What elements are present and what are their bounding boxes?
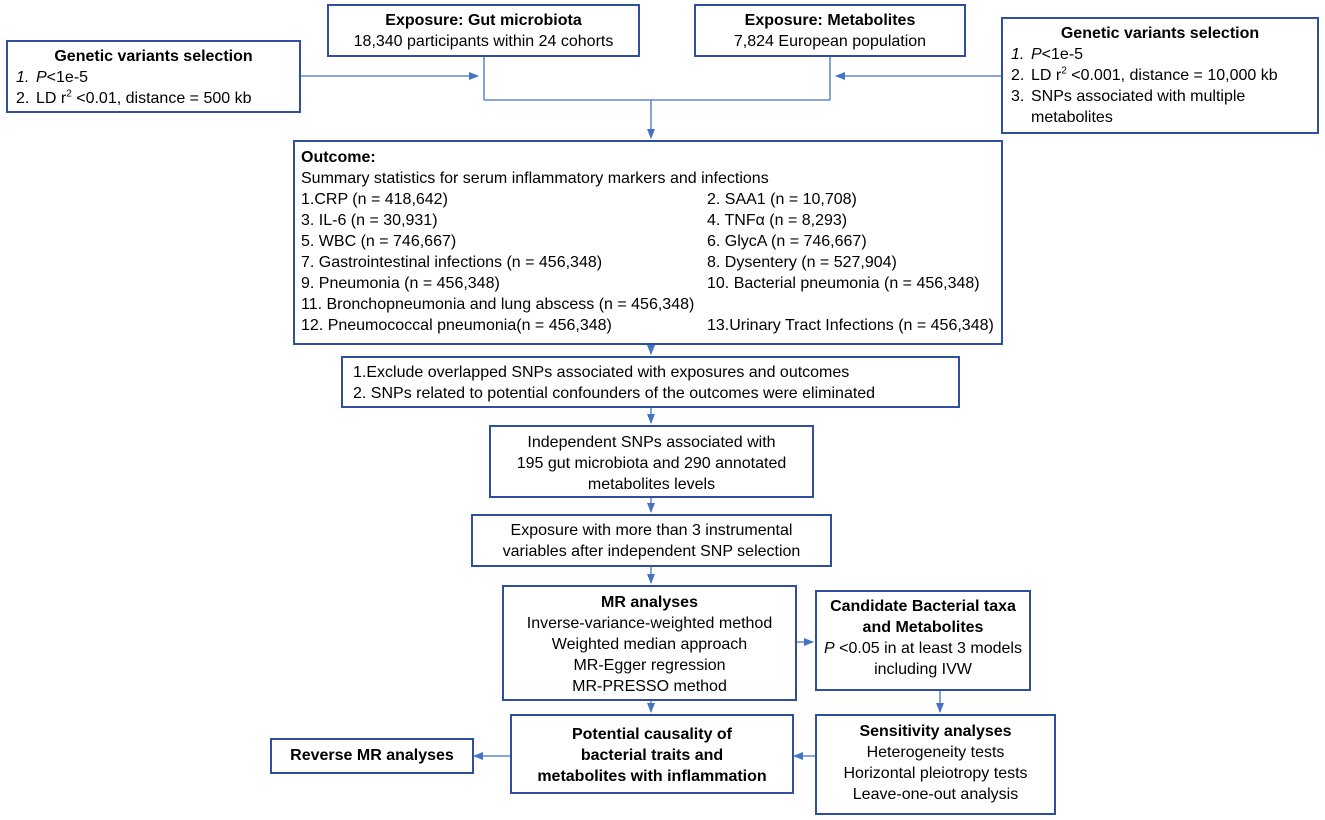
exposure-met-title: Exposure: Metabolites xyxy=(744,12,916,29)
outcome-box: Outcome: Summary statistics for serum in… xyxy=(293,140,1003,345)
candidate-title-2: and Metabolites xyxy=(862,619,984,636)
exposure-met-box: Exposure: Metabolites 7,824 European pop… xyxy=(694,4,966,57)
exposure-more-line-1: Exposure with more than 3 instrumental xyxy=(510,522,793,539)
outcome-title: Outcome: xyxy=(301,149,376,166)
potential-causality-box: Potential causality of bacterial traits … xyxy=(510,714,794,794)
potential-line-3: metabolites with inflammation xyxy=(537,768,767,785)
mr-title: MR analyses xyxy=(601,594,698,611)
reverse-mr-box: Reverse MR analyses xyxy=(270,738,474,774)
mr-analyses-box: MR analyses Inverse-variance-weighted me… xyxy=(502,585,797,701)
exclude-line-1: 1.Exclude overlapped SNPs associated wit… xyxy=(353,364,850,381)
gv-left-item: 1.P<1e-5 xyxy=(16,69,89,86)
independent-line-1: Independent SNPs associated with xyxy=(527,434,776,451)
sensitivity-item: Heterogeneity tests xyxy=(866,744,1005,761)
independent-line-3: metabolites levels xyxy=(587,476,716,493)
sensitivity-title: Sensitivity analyses xyxy=(859,723,1012,740)
candidate-line-2: including IVW xyxy=(874,661,972,678)
exclude-line-2: 2. SNPs related to potential confounders… xyxy=(353,385,876,402)
candidate-title-1: Candidate Bacterial taxa xyxy=(830,598,1016,615)
sensitivity-box: Sensitivity analyses Heterogeneity tests… xyxy=(815,714,1056,815)
exposure-gut-title: Exposure: Gut microbiota xyxy=(385,12,582,29)
candidate-line-1: P <0.05 in at least 3 models xyxy=(824,640,1022,657)
potential-line-2: bacterial traits and xyxy=(580,747,724,764)
outcome-row: 5. WBC (n = 746,667)6. GlycA (n = 746,66… xyxy=(301,233,867,250)
gv-right-item: 1.P<1e-5 xyxy=(1011,46,1084,63)
reverse-mr-label: Reverse MR analyses xyxy=(290,747,454,764)
mr-item: MR-PRESSO method xyxy=(572,678,727,695)
outcome-row: 1.CRP (n = 418,642)2. SAA1 (n = 10,708) xyxy=(301,191,857,208)
mr-item: MR-Egger regression xyxy=(573,657,726,674)
gv-left-item: 2.LD r2 <0.01, distance = 500 kb xyxy=(16,88,252,107)
gv-right-item: 2.LD r2 <0.001, distance = 10,000 kb xyxy=(1011,65,1278,84)
outcome-row: 7. Gastrointestinal infections (n = 456,… xyxy=(301,254,897,271)
exposure-more-box: Exposure with more than 3 instrumental v… xyxy=(471,514,832,567)
exposure-gut-line: 18,340 participants within 24 cohorts xyxy=(353,33,614,50)
mr-item: Inverse-variance-weighted method xyxy=(526,615,773,632)
gv-left-title: Genetic variants selection xyxy=(54,48,253,65)
gv-right-title: Genetic variants selection xyxy=(1060,25,1260,42)
mr-item: Weighted median approach xyxy=(551,636,748,653)
exposure-met-line: 7,824 European population xyxy=(733,33,927,50)
outcome-row: 11. Bronchopneumonia and lung abscess (n… xyxy=(301,296,695,313)
sensitivity-item: Leave-one-out analysis xyxy=(852,786,1019,803)
outcome-row: 12. Pneumococcal pneumonia(n = 456,348)1… xyxy=(301,317,994,334)
genetic-variants-left-box: Genetic variants selection 1.P<1e-5 2.LD… xyxy=(6,40,301,113)
outcome-subtitle: Summary statistics for serum inflammator… xyxy=(301,170,769,187)
independent-line-2: 195 gut microbiota and 290 annotated xyxy=(516,455,787,472)
gv-right-item: 3.SNPs associated with multiple metaboli… xyxy=(1011,88,1246,126)
candidate-box: Candidate Bacterial taxa and Metabolites… xyxy=(815,590,1031,691)
potential-line-1: Potential causality of xyxy=(571,726,733,743)
genetic-variants-right-box: Genetic variants selection 1.P<1e-5 2.LD… xyxy=(1001,17,1319,134)
exposure-gut-box: Exposure: Gut microbiota 18,340 particip… xyxy=(327,4,640,57)
sensitivity-item: Horizontal pleiotropy tests xyxy=(843,765,1028,782)
exposure-more-line-2: variables after independent SNP selectio… xyxy=(502,543,801,560)
exclude-box: 1.Exclude overlapped SNPs associated wit… xyxy=(341,356,960,408)
outcome-row: 3. IL-6 (n = 30,931)4. TNFα (n = 8,293) xyxy=(301,212,848,229)
independent-snps-box: Independent SNPs associated with 195 gut… xyxy=(489,425,814,498)
outcome-row: 9. Pneumonia (n = 456,348)10. Bacterial … xyxy=(301,275,980,292)
